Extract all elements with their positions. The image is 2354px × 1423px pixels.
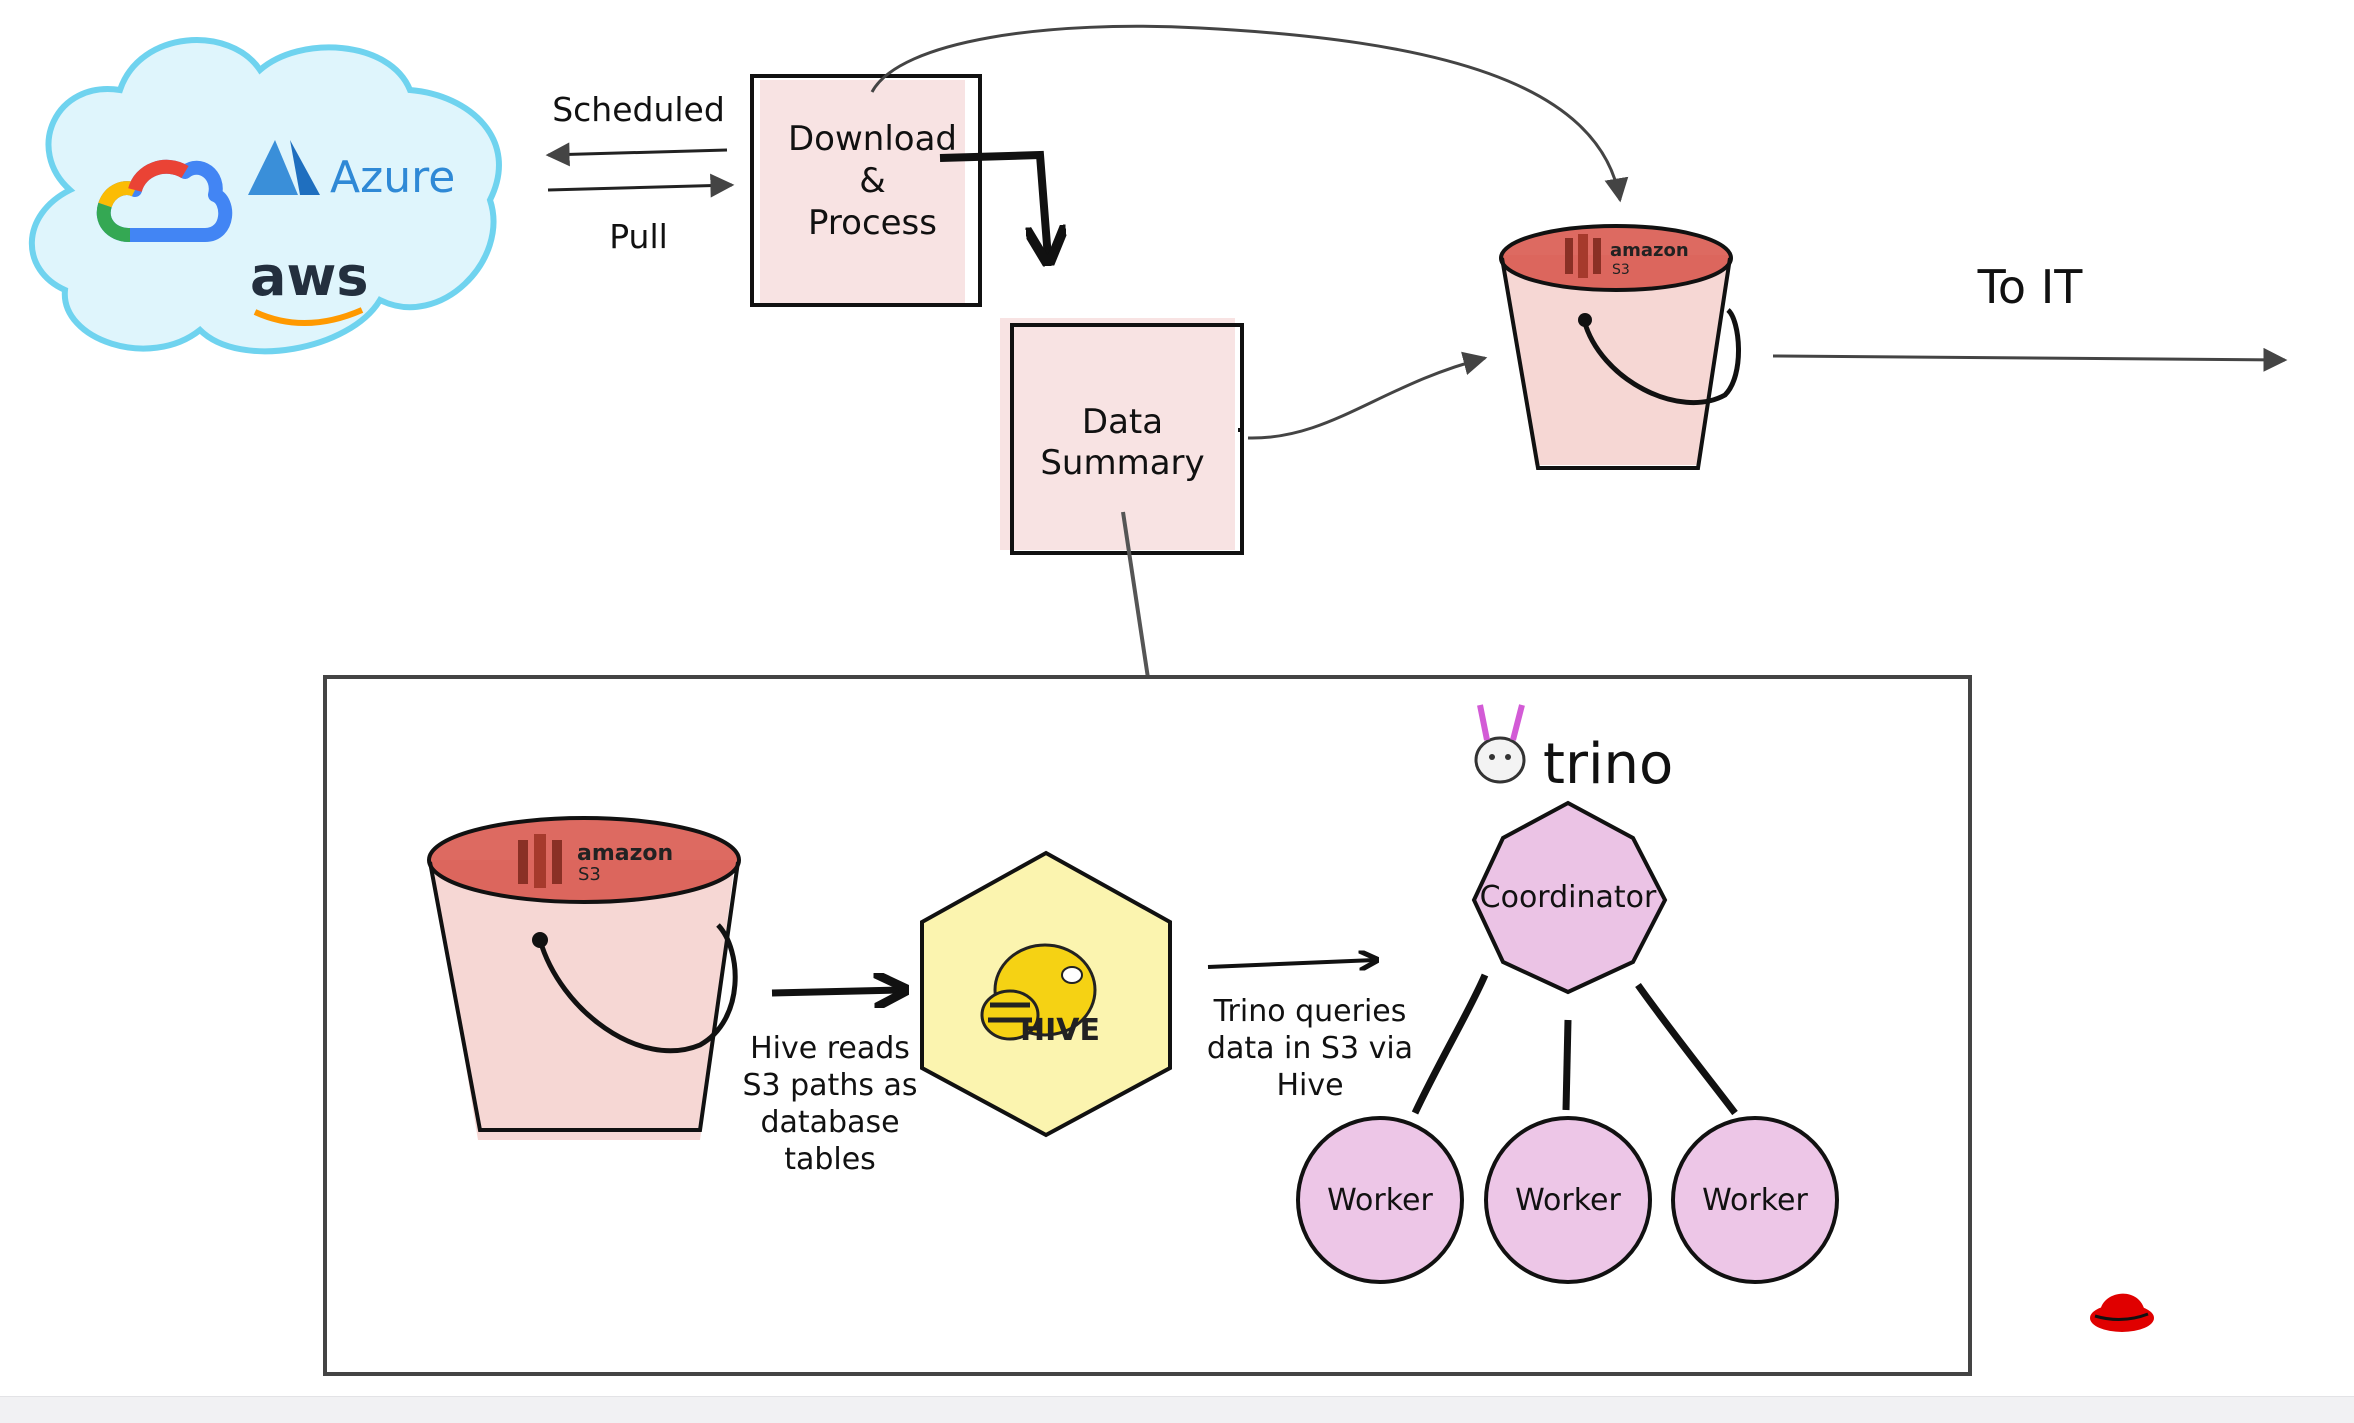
s3-icon: [518, 834, 562, 888]
worker-label-3: Worker: [1702, 1183, 1808, 1218]
hive-caption-line2: S3 paths as: [742, 1068, 918, 1103]
hive-caption-line3: database: [760, 1105, 900, 1140]
coordinator-label: Coordinator: [1479, 880, 1657, 915]
worker-nodes: [1296, 1116, 1839, 1284]
hive-caption-line1: Hive reads: [750, 1031, 910, 1066]
trino-caption-line1: Trino queries: [1213, 994, 1407, 1029]
trino-caption-line3: Hive: [1276, 1068, 1344, 1103]
coordinator-node: [1471, 800, 1668, 995]
s3-brand-top: amazon: [1610, 240, 1689, 261]
hive-bee-icon: [980, 943, 1097, 1041]
to-it-arrow: [1772, 347, 2288, 372]
bucket-to-hive-arrow: [771, 990, 902, 993]
redhat-icon: [2090, 1293, 2154, 1332]
hive-node: [920, 850, 1172, 1138]
to-it-label: To IT: [1977, 260, 2083, 314]
hive-logo-text: HIVE: [1020, 1013, 1100, 1048]
summary-to-bucket-arrow: [1247, 351, 1488, 440]
detail-frame: [323, 675, 1972, 1376]
scheduled-label: Scheduled: [552, 90, 725, 129]
worker-label-1: Worker: [1327, 1183, 1433, 1218]
s3-service-top: S3: [1612, 262, 1630, 278]
summary-to-detail-line: [1121, 511, 1150, 679]
hive-to-trino-arrow: [1207, 960, 1375, 967]
summary-label-line1: Data: [1081, 402, 1164, 442]
aws-label: aws: [250, 245, 368, 308]
bottom-scroll-strip: [0, 1396, 2354, 1423]
azure-icon: [248, 140, 320, 195]
azure-label: Azure: [330, 152, 455, 203]
download-label-line3: Process: [808, 203, 937, 243]
worker-label-2: Worker: [1515, 1183, 1621, 1218]
data-summary-label: Data Summary: [1010, 402, 1235, 484]
trino-caption: Trino queries data in S3 via Hive: [1200, 993, 1420, 1104]
google-cloud-icon: [96, 159, 233, 242]
s3-bucket-top: [1499, 224, 1741, 470]
s3-service-detail: S3: [578, 864, 601, 885]
download-process-box: [750, 74, 982, 307]
download-process-fill: [760, 80, 965, 305]
aws-smile-icon: [253, 307, 364, 326]
trino-logo-text: trino: [1543, 732, 1673, 797]
download-label-line1: Download: [787, 119, 957, 159]
summary-fill: [1000, 318, 1235, 550]
trino-caption-line2: data in S3 via: [1206, 1031, 1414, 1066]
process-to-summary-arrow: [939, 150, 1048, 258]
data-summary-box: [1010, 323, 1244, 555]
s3-bucket-detail: [427, 816, 741, 1140]
hive-caption-line4: tables: [784, 1142, 876, 1177]
scheduled-pull-arrows: [545, 142, 735, 198]
process-to-bucket-arrow: [870, 24, 1629, 203]
summary-label-line2: Summary: [1040, 443, 1205, 483]
download-label-line2: &: [859, 161, 886, 201]
s3-brand-detail: amazon: [577, 841, 673, 866]
hive-caption: Hive reads S3 paths as database tables: [715, 1030, 945, 1178]
cloud-shape: [28, 37, 502, 355]
coordinator-worker-links: [1411, 973, 1738, 1116]
download-process-label: Download & Process: [760, 118, 985, 244]
cloud-providers: Azure aws: [28, 37, 502, 355]
trino-bunny-icon: [1474, 704, 1526, 784]
pull-label: Pull: [609, 217, 668, 256]
s3-icon: [1565, 234, 1601, 278]
